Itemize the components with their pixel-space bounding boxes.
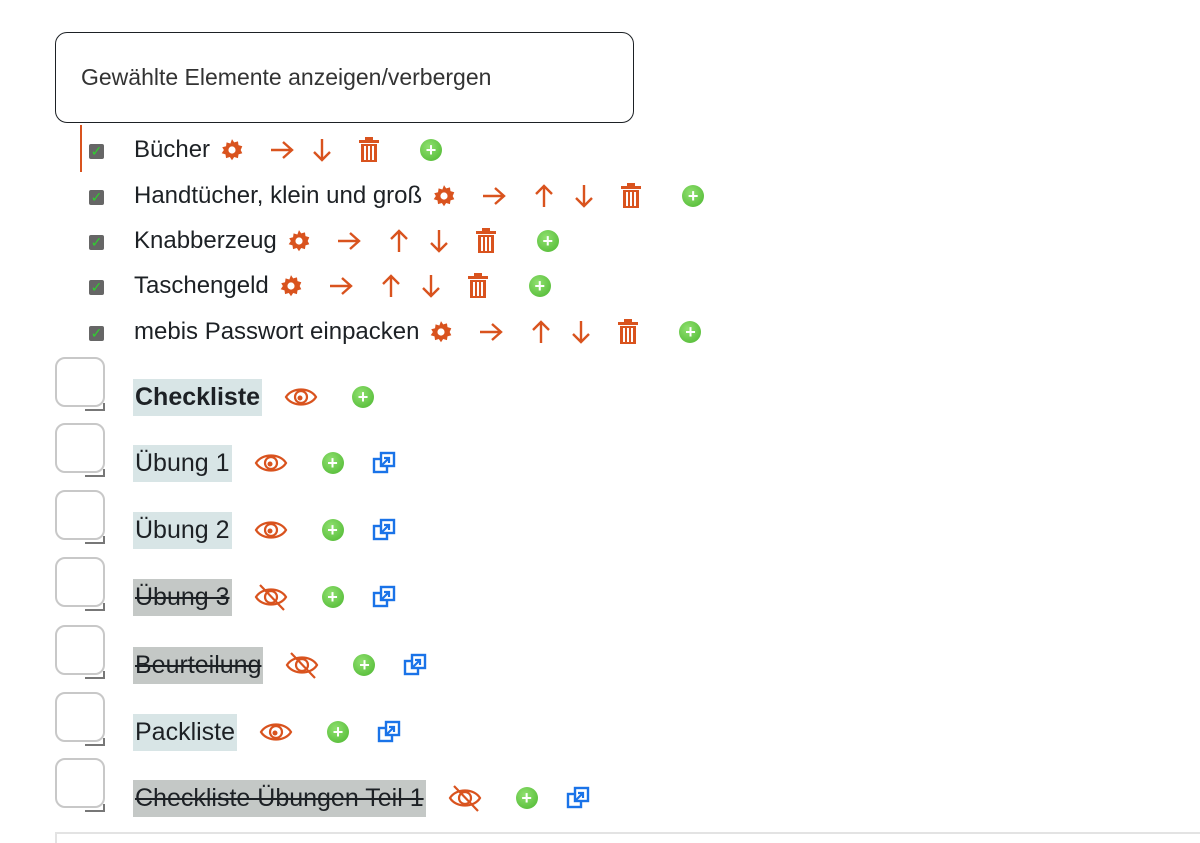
item-actions: +: [419, 318, 702, 346]
item-label-text: Taschengeld: [134, 272, 269, 299]
item-actions: +: [422, 182, 705, 210]
gear-icon[interactable]: [285, 227, 313, 255]
move-down-icon[interactable]: [567, 318, 595, 346]
open-link-icon[interactable]: [566, 786, 590, 810]
item-actions: +: [277, 227, 559, 255]
open-link-icon[interactable]: [403, 653, 427, 677]
eye-icon[interactable]: [254, 449, 288, 477]
page-select-checkbox[interactable]: [55, 357, 105, 411]
item-actions: +: [269, 272, 551, 300]
eye-icon[interactable]: [259, 718, 293, 746]
open-link-icon[interactable]: [372, 585, 396, 609]
item-label: Handtücher, klein und groß +: [134, 176, 705, 216]
page-select-checkbox[interactable]: [55, 423, 105, 477]
add-icon[interactable]: +: [321, 452, 344, 474]
add-icon[interactable]: +: [321, 519, 344, 541]
page-actions: +: [284, 383, 375, 411]
add-icon[interactable]: +: [528, 275, 551, 297]
eye-slash-icon[interactable]: [285, 651, 319, 679]
page-actions: +: [448, 784, 590, 812]
add-icon[interactable]: +: [352, 386, 375, 408]
page-select-checkbox[interactable]: [55, 625, 105, 679]
item-checkbox[interactable]: ✓: [89, 234, 104, 250]
tooltip: Gewählte Elemente anzeigen/verbergen: [55, 32, 634, 123]
item-label-text: Knabberzeug: [134, 227, 277, 254]
page-select-checkbox[interactable]: [55, 557, 105, 611]
divider: [55, 832, 57, 843]
move-down-icon[interactable]: [308, 136, 336, 164]
move-up-icon[interactable]: [385, 227, 413, 255]
page-title-link[interactable]: Übung 3: [133, 579, 232, 616]
gear-icon[interactable]: [430, 182, 458, 210]
eye-slash-icon[interactable]: [448, 784, 482, 812]
trash-icon[interactable]: [475, 228, 497, 254]
tooltip-pointer-line: [80, 125, 82, 172]
move-right-icon[interactable]: [268, 136, 296, 164]
tooltip-text: Gewählte Elemente anzeigen/verbergen: [81, 64, 492, 90]
eye-icon[interactable]: [254, 516, 288, 544]
page-actions: +: [259, 718, 401, 746]
page-select-checkbox[interactable]: [55, 692, 105, 746]
page-actions: +: [254, 449, 396, 477]
add-icon[interactable]: +: [682, 185, 705, 207]
trash-icon[interactable]: [358, 137, 380, 163]
trash-icon[interactable]: [617, 319, 639, 345]
add-icon[interactable]: +: [420, 139, 443, 161]
add-icon[interactable]: +: [515, 787, 538, 809]
item-label: Taschengeld +: [134, 266, 551, 306]
item-label: Bücher +: [134, 130, 443, 170]
add-icon[interactable]: +: [321, 586, 344, 608]
move-down-icon[interactable]: [570, 182, 598, 210]
page-select-checkbox[interactable]: [55, 490, 105, 544]
move-up-icon[interactable]: [377, 272, 405, 300]
eye-slash-icon[interactable]: [254, 583, 288, 611]
page-title-link[interactable]: Übung 1: [133, 445, 232, 482]
page-title-link[interactable]: Übung 2: [133, 512, 232, 549]
item-label-text: Bücher: [134, 136, 211, 163]
page-select-checkbox[interactable]: [55, 758, 105, 812]
page-actions: +: [254, 516, 396, 544]
move-up-icon[interactable]: [530, 182, 558, 210]
page-title-link[interactable]: Checkliste: [133, 379, 263, 416]
item-actions: +: [210, 136, 443, 164]
page-actions: +: [285, 651, 427, 679]
item-checkbox[interactable]: ✓: [89, 279, 104, 295]
eye-icon[interactable]: [284, 383, 318, 411]
trash-icon[interactable]: [467, 273, 489, 299]
page-title-link[interactable]: Beurteilung: [133, 647, 264, 684]
add-icon[interactable]: +: [327, 721, 350, 743]
gear-icon[interactable]: [218, 136, 246, 164]
gear-icon[interactable]: [427, 318, 455, 346]
move-down-icon[interactable]: [425, 227, 453, 255]
item-checkbox[interactable]: ✓: [89, 143, 104, 159]
page-title-link[interactable]: Packliste: [133, 714, 238, 751]
add-icon[interactable]: +: [679, 321, 702, 343]
move-up-icon[interactable]: [527, 318, 555, 346]
open-link-icon[interactable]: [372, 518, 396, 542]
item-label-text: Handtücher, klein und groß: [134, 182, 423, 209]
move-right-icon[interactable]: [335, 227, 363, 255]
item-checkbox[interactable]: ✓: [89, 189, 104, 205]
move-down-icon[interactable]: [417, 272, 445, 300]
move-right-icon[interactable]: [327, 272, 355, 300]
page-actions: +: [254, 583, 396, 611]
move-right-icon[interactable]: [477, 318, 505, 346]
divider: [55, 832, 1200, 834]
open-link-icon[interactable]: [372, 451, 396, 475]
gear-icon[interactable]: [277, 272, 305, 300]
trash-icon[interactable]: [620, 183, 642, 209]
open-link-icon[interactable]: [377, 720, 401, 744]
page-title-link[interactable]: Checkliste Übungen Teil 1: [133, 780, 426, 817]
move-right-icon[interactable]: [480, 182, 508, 210]
add-icon[interactable]: +: [353, 654, 376, 676]
item-checkbox[interactable]: ✓: [89, 325, 104, 341]
item-label: mebis Passwort einpacken +: [134, 312, 702, 352]
add-icon[interactable]: +: [536, 230, 559, 252]
item-label-text: mebis Passwort einpacken: [134, 318, 420, 345]
item-label: Knabberzeug +: [134, 221, 559, 261]
